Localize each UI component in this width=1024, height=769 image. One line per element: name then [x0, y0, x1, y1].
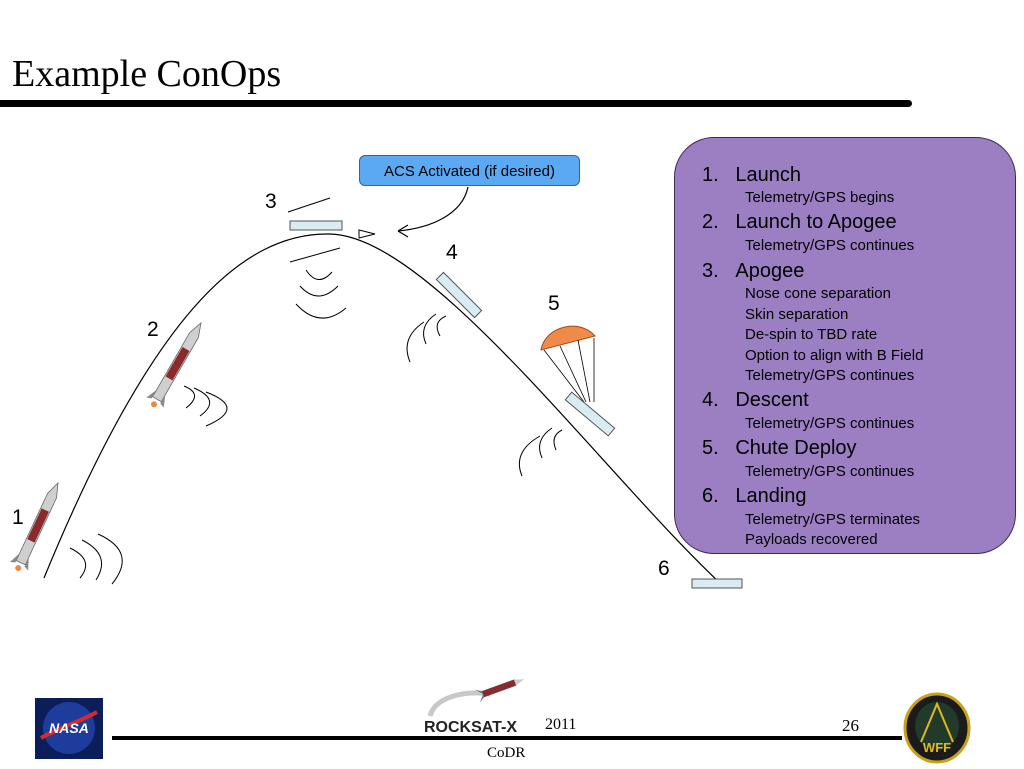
wff-logo: WFF	[901, 690, 973, 764]
nasa-logo: NASA	[35, 698, 103, 759]
title-underline	[0, 100, 912, 107]
page-number: 26	[842, 716, 859, 735]
step-1-detail: Telemetry/GPS begins	[745, 189, 895, 206]
slide-title: Example ConOps	[12, 53, 282, 95]
step-3-detail: Option to align with B Field	[745, 347, 924, 364]
rocket-2-icon	[146, 321, 202, 408]
stage-number-4: 4	[446, 241, 458, 264]
callout-arrow	[397, 186, 469, 232]
step-4-label: 4. Descent	[702, 389, 809, 411]
step-5-detail: Telemetry/GPS continues	[745, 463, 915, 480]
rocksat-logo-text: ROCKSAT-X	[424, 719, 517, 736]
footer-label: CoDR	[487, 745, 526, 761]
skin-piece-bottom	[289, 247, 341, 263]
motion-lines-1	[69, 533, 123, 585]
spin-lines-3	[295, 269, 347, 319]
stage-number-1: 1	[12, 506, 24, 529]
parachute-icon	[540, 325, 596, 351]
step-6-label: 6. Landing	[702, 485, 807, 507]
step-5-label: 5. Chute Deploy	[702, 437, 857, 459]
motion-lines-5	[518, 427, 563, 477]
parachute-lines	[543, 338, 595, 403]
nasa-logo-text: NASA	[49, 720, 89, 736]
wff-logo-text: WFF	[923, 740, 951, 755]
stage-number-6: 6	[658, 557, 670, 580]
stage-number-3: 3	[265, 190, 277, 213]
conops-steps-box: 1. Launch Telemetry/GPS begins 2. Launch…	[674, 137, 1016, 554]
step-6-detail: Payloads recovered	[745, 531, 878, 548]
payload-descent	[435, 271, 483, 319]
trajectory-path	[43, 233, 721, 584]
payload-chute	[564, 391, 616, 437]
step-3-detail: Nose cone separation	[745, 285, 891, 302]
payload-landed	[691, 578, 743, 589]
footer-year: 2011	[545, 716, 577, 733]
step-1-label: 1. Launch	[702, 164, 801, 186]
rocket-1-icon	[10, 481, 59, 572]
skin-piece-top	[287, 197, 331, 213]
step-4-detail: Telemetry/GPS continues	[745, 415, 915, 432]
nose-cone-icon	[358, 229, 376, 239]
stage-number-5: 5	[548, 292, 560, 315]
acs-callout: ACS Activated (if desired)	[359, 155, 580, 186]
motion-lines-4	[406, 313, 447, 363]
step-2-label: 2. Launch to Apogee	[702, 211, 897, 233]
step-3-detail: Skin separation	[745, 306, 849, 323]
step-6-detail: Telemetry/GPS terminates	[745, 511, 921, 528]
rocksat-logo: ROCKSAT-X	[420, 672, 545, 738]
footer-rule	[112, 736, 902, 740]
step-3-detail: De-spin to TBD rate	[745, 326, 878, 343]
step-3-detail: Telemetry/GPS continues	[745, 367, 915, 384]
payload-apogee	[289, 220, 343, 231]
stage-number-2: 2	[147, 318, 159, 341]
step-2-detail: Telemetry/GPS continues	[745, 237, 915, 254]
step-3-label: 3. Apogee	[702, 260, 805, 282]
motion-lines-2	[183, 385, 228, 427]
